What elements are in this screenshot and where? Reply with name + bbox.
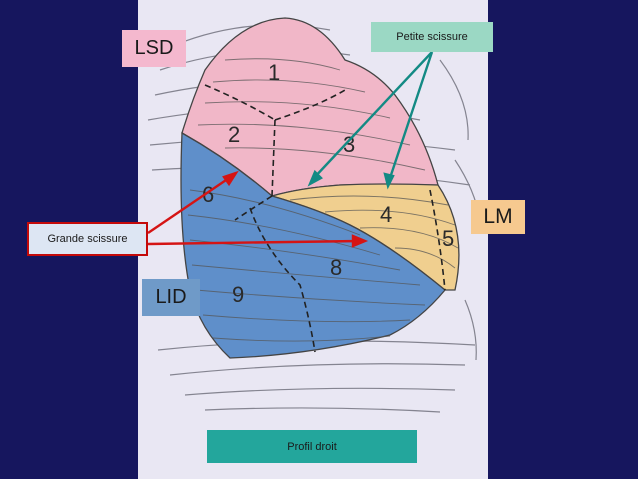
lower-lobe-label: LID (142, 279, 200, 316)
grande-scissure-label: Grande scissure (27, 222, 148, 256)
petite-scissure-arrows (307, 51, 434, 190)
segment-4: 4 (380, 202, 392, 227)
upper-lobe-label: LSD (122, 30, 186, 67)
segment-8: 8 (330, 255, 342, 280)
view-caption: Profil droit (207, 430, 417, 463)
segment-9: 9 (232, 282, 244, 307)
segment-6: 6 (202, 182, 214, 207)
petite-scissure-label: Petite scissure (371, 22, 493, 52)
segment-5: 5 (442, 226, 454, 251)
segment-1: 1 (268, 60, 280, 85)
grande-scissure-arrows (147, 170, 369, 248)
segment-2: 2 (228, 122, 240, 147)
middle-lobe-label: LM (471, 200, 525, 234)
